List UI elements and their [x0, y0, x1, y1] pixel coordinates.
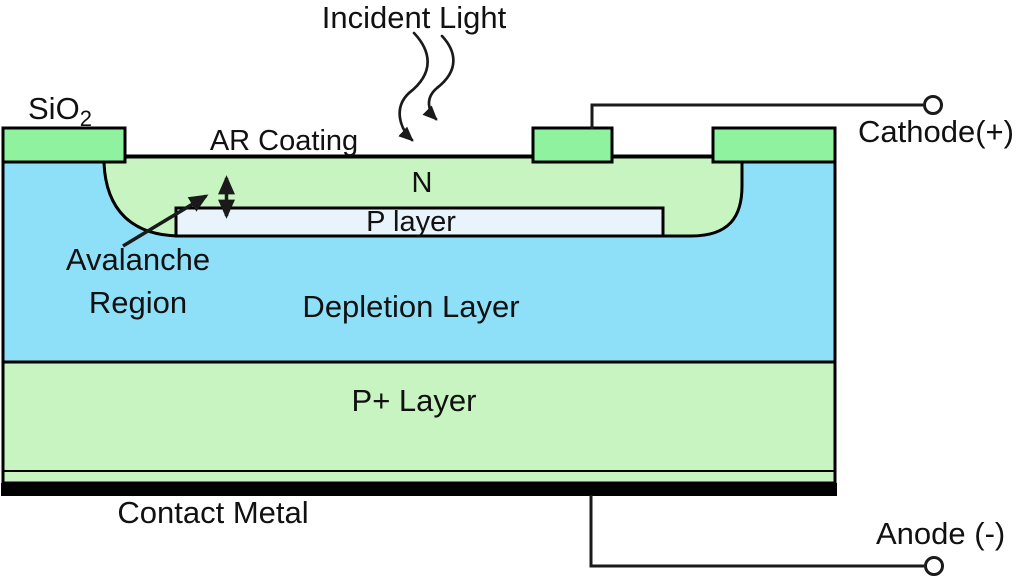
cathode-terminal-circle [923, 95, 943, 115]
avalanche-pointer-arrow-icon [122, 194, 209, 248]
p-layer-label: P layer [366, 206, 456, 238]
device-outline [1, 154, 837, 485]
contact-metal-label: Contact Metal [117, 495, 309, 530]
cathode-terminal-label: Cathode(+) [858, 114, 1014, 149]
ar-coating-label: AR Coating [209, 125, 359, 157]
n-region-label: N [411, 167, 433, 199]
p-layer-region [174, 206, 665, 238]
sio2-label-base: SiO [28, 91, 80, 126]
incident-light-arrow-icon [398, 31, 429, 142]
cathode-wire [590, 103, 923, 129]
incident-light-arrow-icon [422, 34, 455, 121]
depletion-layer-label: Depletion Layer [302, 289, 520, 324]
anode-terminal-label: Anode (-) [876, 516, 1006, 551]
anode-wire [589, 495, 924, 568]
cathode-contact-pad-right [711, 126, 837, 164]
sio2-label-subscript: 2 [79, 106, 92, 131]
substrate-strip-region [3, 471, 835, 483]
sio2-label: SiO2 [28, 91, 92, 131]
sio2-block [1, 126, 127, 164]
cathode-contact-pad-left [531, 126, 614, 164]
p-plus-layer-region [3, 362, 835, 471]
avalanche-region-label-line1: Avalanche [65, 242, 211, 277]
avalanche-region-label-line2: Region [88, 285, 188, 320]
anode-terminal-circle [924, 556, 944, 576]
avalanche-region-label: Avalanche Region [66, 238, 210, 324]
incident-light-label: Incident Light [321, 0, 507, 35]
p-plus-layer-label: P+ Layer [351, 383, 477, 418]
contact-metal-bar [1, 483, 837, 496]
